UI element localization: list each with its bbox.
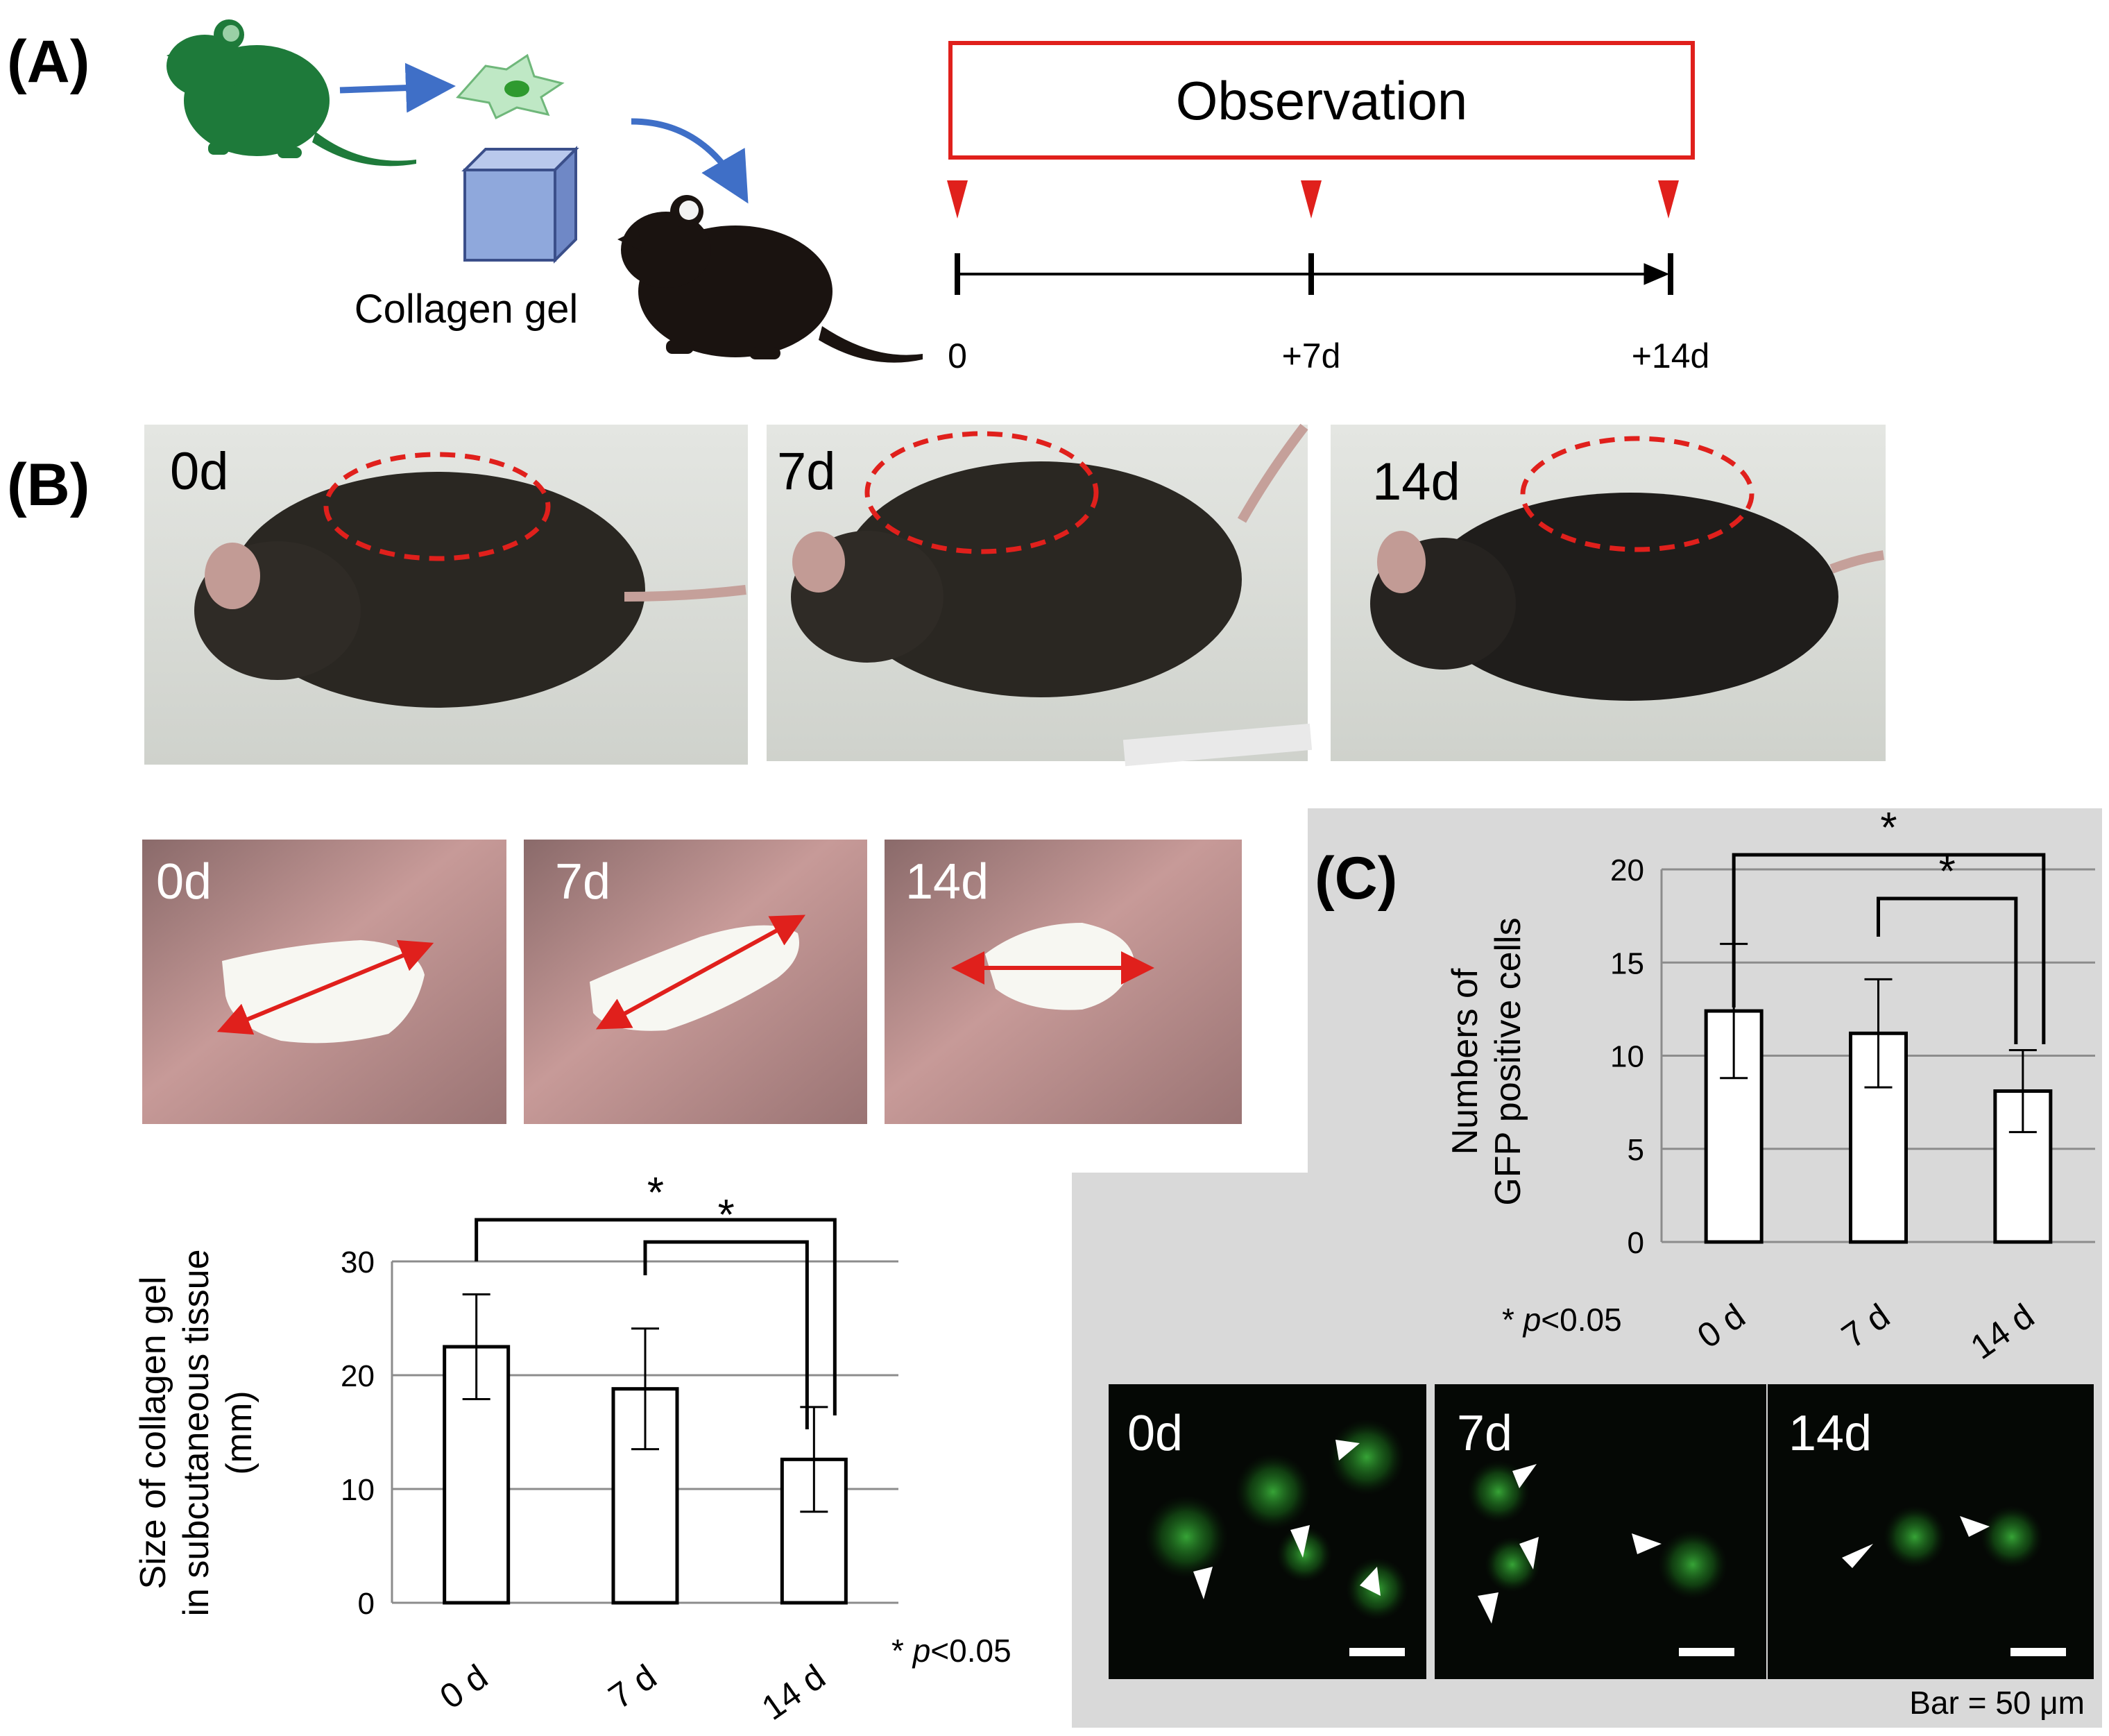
observation-box (948, 41, 1695, 160)
y-tick-label: 0 (1628, 1226, 1644, 1260)
p-value-note: * p<0.05 (1502, 1302, 1622, 1338)
scale-bar-7d (1679, 1648, 1734, 1656)
scale-bar-0d (1349, 1648, 1405, 1656)
gfp-photo-0d-label: 0d (1127, 1406, 1183, 1461)
timeline-tick-14: +14d (1632, 337, 1710, 375)
gel-photo-14d: 14d (885, 840, 1242, 1124)
marker-day14 (1658, 180, 1679, 219)
marker-day7 (1301, 180, 1322, 219)
observation-label: Observation (1176, 70, 1468, 131)
gfp-photo-14d: 14d (1768, 1384, 2094, 1679)
x-tick-label: 0 d (433, 1657, 495, 1717)
gel-photo-0d: 0d (142, 840, 506, 1124)
extraction-arrow (339, 62, 456, 113)
timeline-tick-7: +7d (1282, 337, 1341, 375)
transplant-arrow (631, 118, 749, 204)
gel-photo-0d-label: 0d (156, 854, 212, 910)
cell-icon (456, 53, 565, 120)
donor-mouse-icon (166, 19, 416, 167)
y-tick-label: 10 (1610, 1040, 1644, 1074)
timeline-tick-0: 0 (948, 337, 967, 375)
x-tick-label: 14 d (755, 1657, 832, 1728)
x-tick-label: 7 d (601, 1657, 663, 1717)
gfp-photo-7d: 7d (1435, 1384, 1766, 1679)
panel-c-label: (C) (1315, 845, 1397, 912)
mouse-photo-0d: 0d (144, 425, 748, 765)
scale-bar-caption: Bar = 50 μm (1909, 1685, 2085, 1721)
significance-bracket (475, 1218, 837, 1415)
mouse-photo-0d-label: 0d (170, 442, 229, 501)
y-tick-label: 20 (1610, 853, 1644, 887)
gfp-photo-14d-label: 14d (1788, 1406, 1872, 1461)
y-axis-label: Numbers of (1445, 968, 1485, 1155)
collagen-gel-label: Collagen gel (355, 287, 578, 332)
y-tick-label: 15 (1610, 946, 1644, 980)
y-tick-label: 10 (341, 1473, 375, 1507)
collagen-gel-cube-icon (461, 146, 579, 264)
y-tick-label: 0 (358, 1587, 375, 1621)
significance-bracket (1732, 853, 2046, 1044)
gel-photo-7d-label: 7d (555, 854, 610, 910)
significance-star: * (1939, 848, 1956, 896)
observation-markers (947, 180, 1679, 219)
mouse-photo-7d: 7d (767, 423, 1313, 767)
significance-star: * (1880, 804, 1897, 852)
significance-bracket (1877, 896, 2018, 1044)
mouse-photo-14d-label: 14d (1372, 452, 1460, 511)
significance-bracket (643, 1240, 809, 1429)
p-value-note: * p<0.05 (891, 1633, 1011, 1669)
mouse-photo-7d-label: 7d (777, 442, 836, 501)
y-tick-label: 30 (341, 1245, 375, 1279)
marker-day0 (947, 180, 968, 219)
y-axis-label: GFP positive cells (1488, 917, 1528, 1205)
y-tick-label: 5 (1628, 1133, 1644, 1167)
y-tick-label: 20 (341, 1359, 375, 1393)
mouse-photo-14d: 14d (1331, 425, 1886, 761)
significance-star: * (647, 1169, 664, 1217)
recipient-mouse-icon (617, 195, 923, 363)
y-axis-label: (mm) (219, 1390, 259, 1474)
scale-bar-14d (2010, 1648, 2066, 1656)
panel-b-label: (B) (7, 452, 89, 518)
gfp-photo-7d-label: 7d (1457, 1406, 1512, 1461)
significance-star: * (718, 1191, 735, 1239)
gel-photo-14d-label: 14d (905, 854, 989, 910)
y-axis-label: in subcutaneous tissue (176, 1249, 216, 1616)
panel-a-label: (A) (7, 28, 89, 95)
gel-photo-7d: 7d (524, 840, 867, 1124)
y-axis-label: Size of collagen gel (133, 1277, 173, 1590)
timeline-axis (955, 253, 1673, 295)
gfp-photo-0d: 0d (1109, 1384, 1426, 1679)
